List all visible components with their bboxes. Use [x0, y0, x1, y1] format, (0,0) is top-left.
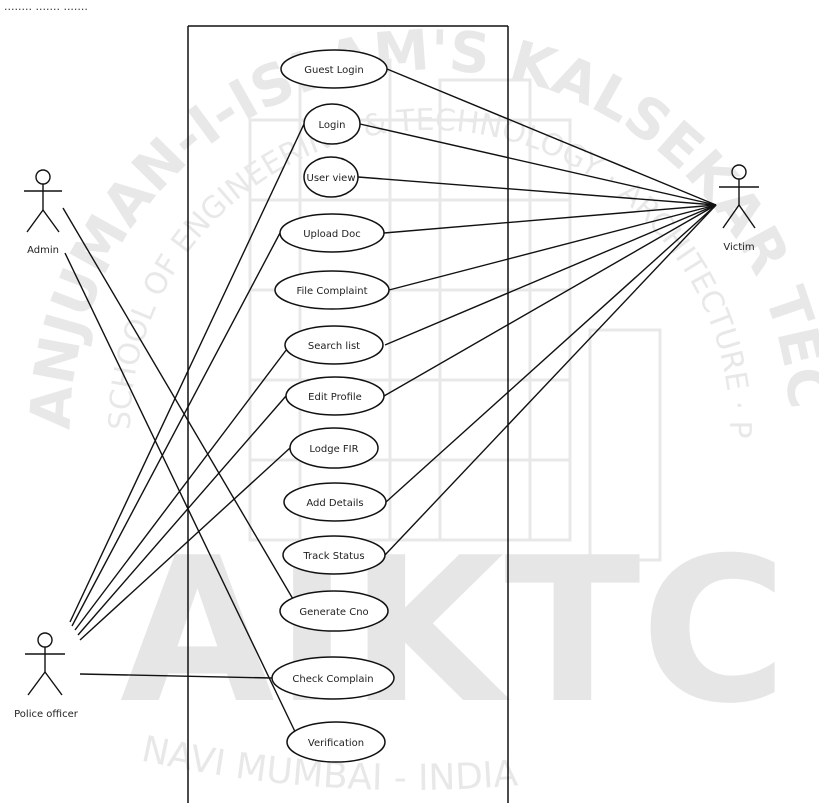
header-fragment: ........ ....... .......	[4, 0, 88, 13]
use-case-edit-profile: Edit Profile	[285, 376, 385, 416]
use-case-label: Add Details	[306, 498, 363, 509]
use-case-label: Verification	[308, 738, 364, 749]
use-case-label: Search list	[308, 341, 360, 352]
use-case-label: Generate Cno	[299, 607, 368, 618]
actor-label-victim: Victim	[723, 242, 754, 253]
use-case-label: Check Complain	[292, 674, 373, 685]
use-case-add-details: Add Details	[283, 482, 387, 522]
use-case-label: Login	[319, 120, 346, 131]
use-case-label: Upload Doc	[303, 229, 361, 240]
use-case-label: Lodge FIR	[309, 444, 358, 455]
actor-label-admin: Admin	[27, 245, 59, 256]
use-case-upload-doc: Upload Doc	[279, 213, 385, 253]
associations	[62, 68, 717, 743]
use-case-label: File Complaint	[296, 286, 367, 297]
use-case-track-status: Track Status	[282, 535, 386, 575]
use-case-user-view: User view	[303, 156, 359, 198]
system-boundary	[187, 25, 509, 803]
actor-police-officer	[25, 632, 65, 696]
use-case-verification: Verification	[286, 721, 386, 763]
use-case-lodge-fir: Lodge FIR	[289, 427, 379, 469]
actor-label-police-officer: Police officer	[14, 709, 79, 720]
use-case-file-complaint: File Complaint	[274, 270, 390, 310]
use-cases: Guest Login Login User view Upload Doc F…	[271, 49, 395, 763]
use-case-label: Edit Profile	[308, 392, 362, 403]
actor-admin	[24, 169, 62, 233]
use-case-check-complain: Check Complain	[271, 656, 395, 700]
use-case-search-list: Search list	[284, 325, 384, 365]
use-case-login: Login	[303, 103, 361, 145]
use-case-label: Track Status	[302, 551, 364, 562]
use-case-label: User view	[307, 173, 356, 184]
actor-icon	[37, 632, 53, 648]
use-case-generate-cno: Generate Cno	[279, 590, 389, 632]
use-case-guest-login: Guest Login	[280, 49, 388, 89]
watermark-logo-text: AIKTC	[120, 515, 787, 748]
use-case-label: Guest Login	[304, 65, 364, 76]
actor-icon	[35, 169, 51, 185]
actor-victim	[719, 164, 759, 229]
